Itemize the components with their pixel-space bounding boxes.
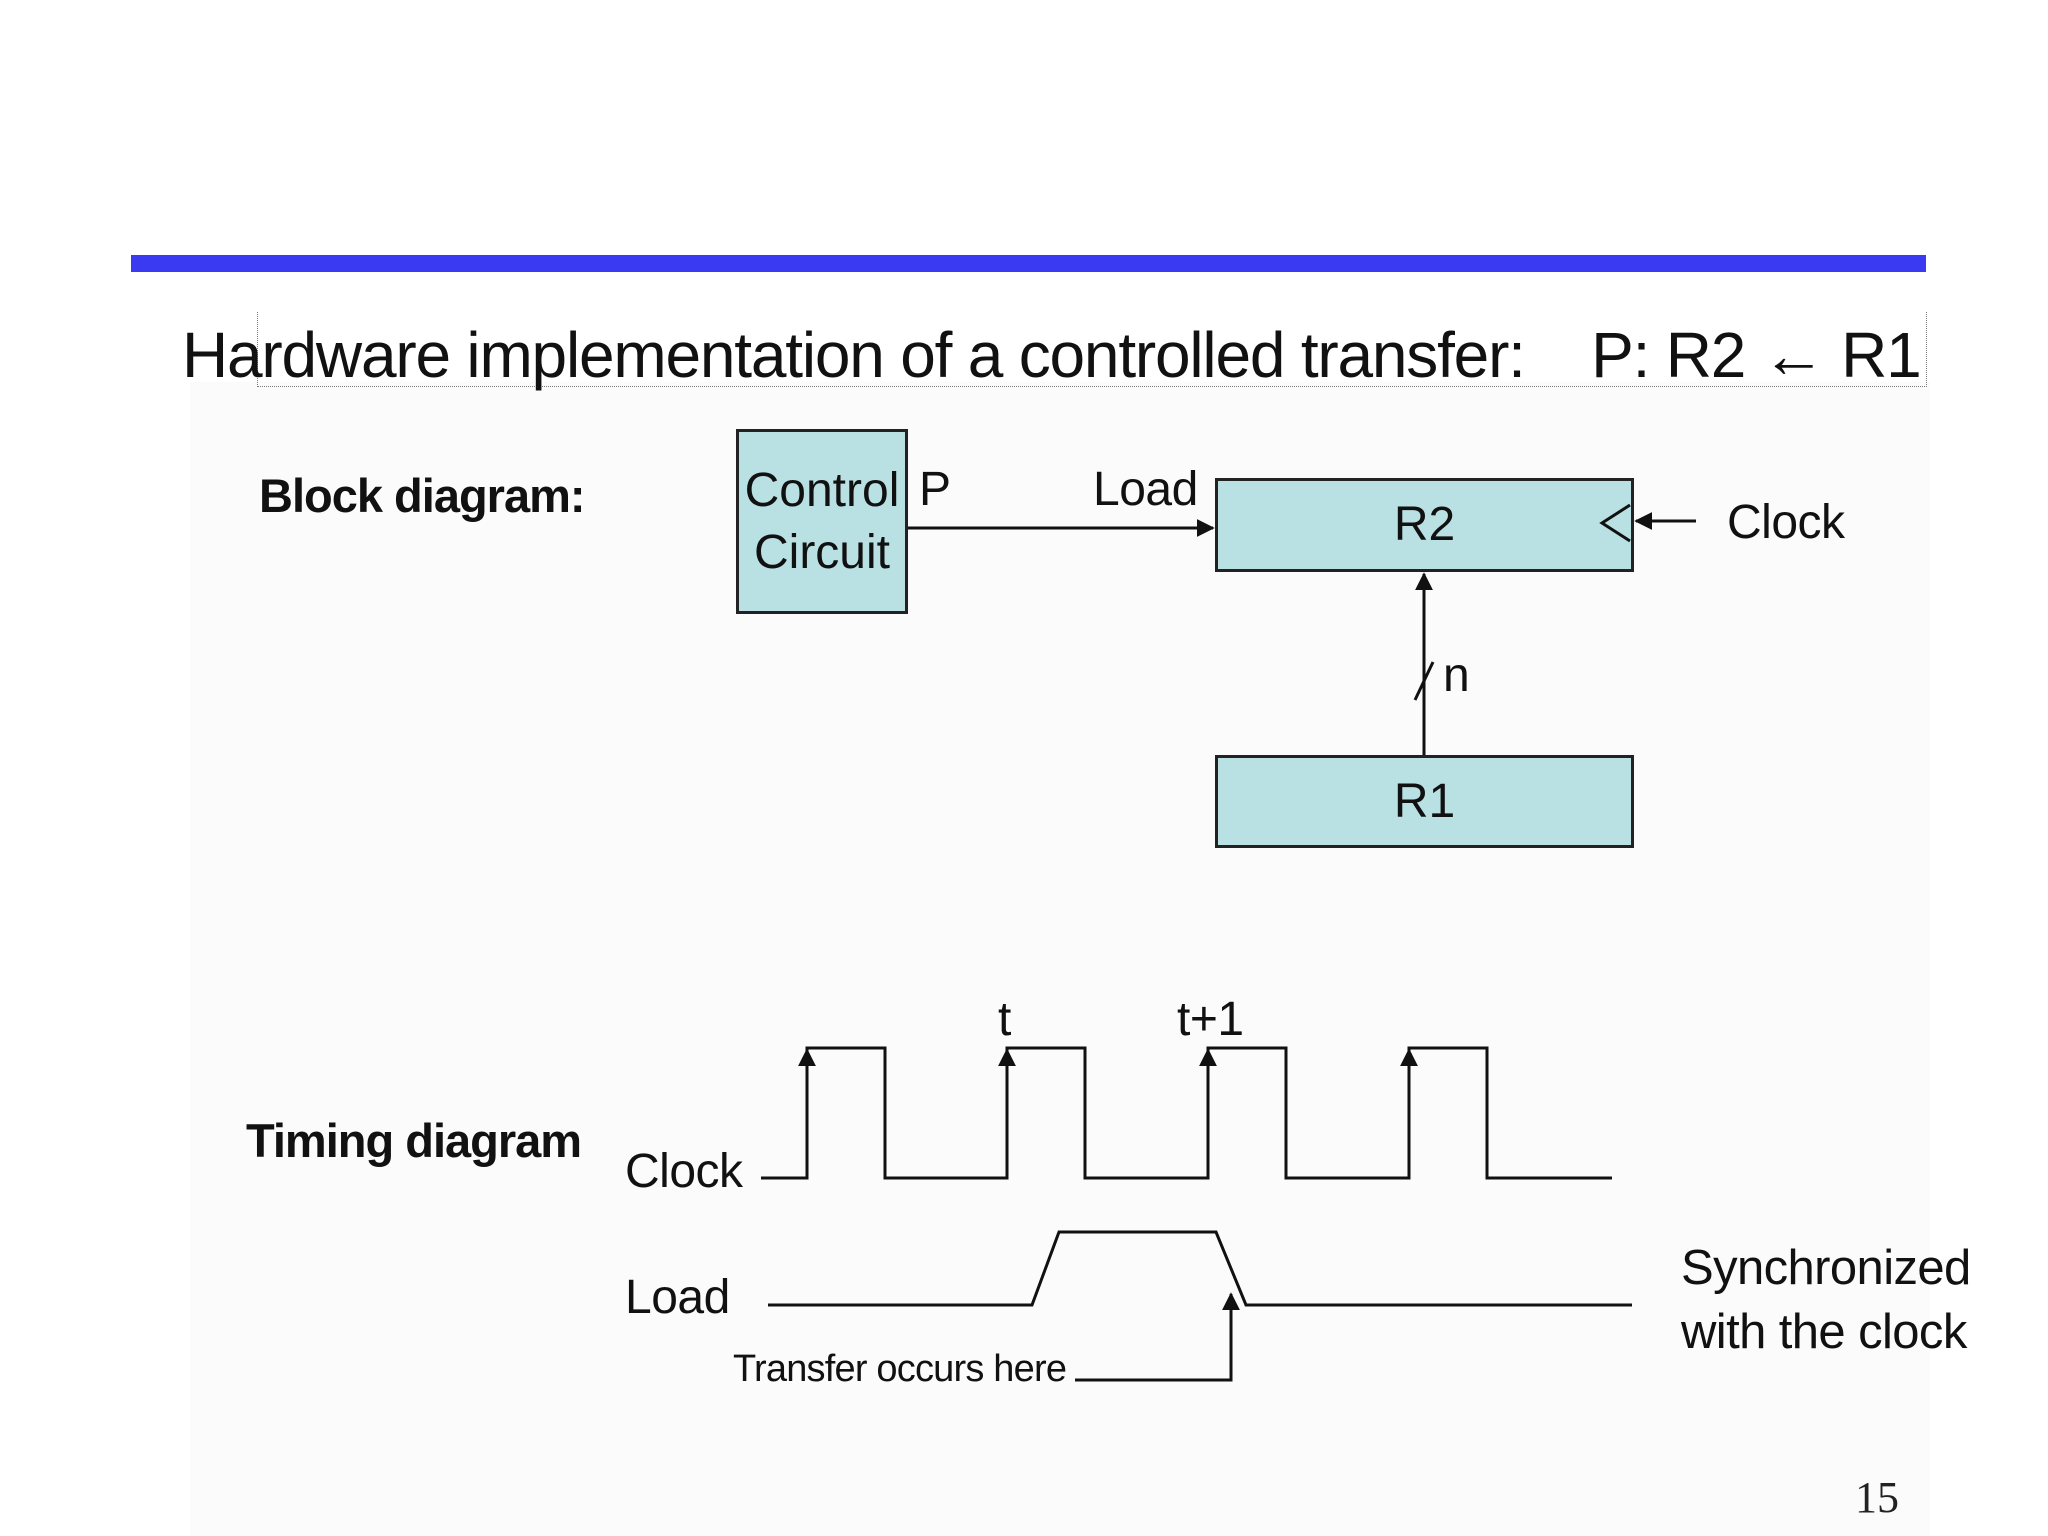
r2-label: R2 xyxy=(1393,498,1456,551)
time-t-label: t xyxy=(998,993,1011,1046)
transfer-pointer xyxy=(1075,1292,1240,1382)
title-placeholder-frame xyxy=(257,312,1927,387)
control-circuit-box: Control Circuit xyxy=(736,429,908,614)
bus-width-label: n xyxy=(1443,649,1470,702)
sync-note-line2: with the clock xyxy=(1681,1305,1967,1359)
register-r1: R1 xyxy=(1215,755,1634,848)
content-panel xyxy=(190,382,1930,1536)
load-signal-label: Load xyxy=(1093,463,1198,516)
bus-slash-mark xyxy=(1413,661,1435,701)
transfer-note: Transfer occurs here xyxy=(733,1348,1067,1390)
control-circuit-line1: Control xyxy=(744,463,900,517)
time-t-plus-1-label: t+1 xyxy=(1177,993,1244,1046)
clock-edge-symbol xyxy=(1599,503,1631,543)
control-circuit-line2: Circuit xyxy=(753,525,890,579)
clock-waveform xyxy=(761,1046,1612,1180)
load-waveform xyxy=(768,1230,1632,1307)
page-number: 15 xyxy=(1855,1473,1899,1522)
timing-diagram-heading: Timing diagram xyxy=(246,1114,582,1167)
load-waveform-label: Load xyxy=(625,1271,730,1324)
p-signal-label: P xyxy=(919,463,951,516)
slide-title: Hardware implementation of a controlled … xyxy=(182,319,1922,391)
block-diagram-heading: Block diagram: xyxy=(259,469,586,522)
title-rule xyxy=(131,255,1926,272)
register-r2: R2 xyxy=(1215,478,1634,572)
clock-input-label: Clock xyxy=(1727,496,1845,549)
sync-note: Synchronized with the clock xyxy=(1681,1236,1971,1364)
sync-note-line1: Synchronized xyxy=(1681,1241,1971,1295)
clock-waveform-label: Clock xyxy=(625,1145,743,1198)
r1-label: R1 xyxy=(1393,774,1456,828)
